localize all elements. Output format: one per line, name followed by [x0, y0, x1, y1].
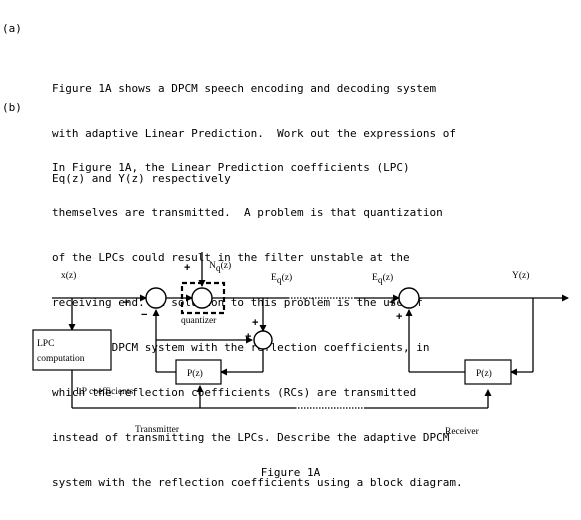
noise-sub: q	[216, 264, 221, 274]
input-label: x(z)	[61, 270, 76, 281]
plus-sign-input: +	[123, 297, 129, 309]
sum-node-error	[145, 287, 167, 309]
question-b: (b) In Figure 1A, the Linear Prediction …	[0, 85, 581, 489]
question-a: (a) Figure 1A shows a DPCM speech encodi…	[0, 6, 581, 185]
figure-caption: Figure 1A	[260, 466, 321, 479]
rx-predictor-label: P(z)	[476, 368, 492, 379]
question-a-line: Eq(z) and Y(z) respectively	[52, 172, 231, 185]
question-a-label: (a)	[2, 22, 22, 35]
output-label: Y(z)	[512, 270, 529, 281]
eq-tx-main: E	[271, 273, 277, 283]
question-b-line: In Figure 1A, the Linear Prediction coef…	[52, 161, 410, 174]
noise-suffix: (z)	[221, 260, 232, 271]
quantizer-box	[180, 281, 226, 315]
question-b-line: system with the reflection coefficients …	[52, 476, 463, 489]
noise-main: N	[209, 261, 216, 271]
minus-sign-prediction: −	[141, 309, 147, 321]
question-b-label: (b)	[2, 101, 22, 114]
eq-rx-main: E	[372, 273, 378, 283]
plus-sign-noise: +	[184, 262, 190, 274]
sum-node-receiver	[398, 287, 420, 309]
question-b-line: themselves are transmitted. A problem is…	[52, 206, 443, 219]
plus-sign-rx-left: +	[389, 297, 395, 309]
lpc-computation-block	[32, 329, 112, 371]
question-a-line: with adaptive Linear Prediction. Work ou…	[52, 127, 456, 140]
lpc-label-line1: LPC	[37, 339, 54, 349]
eq-rx-sub: q	[378, 276, 383, 286]
receiver-label: Receiver	[445, 427, 480, 437]
eq-tx-label: Eq(z)	[271, 272, 292, 286]
eq-tx-suffix: (z)	[282, 272, 293, 283]
sum-node-reconstruct	[253, 330, 273, 350]
question-b-line: of the LPCs could result in the filter u…	[52, 251, 410, 264]
question-b-line: instead of transmitting the LPCs. Descri…	[52, 431, 450, 444]
transmitter-label: Transmitter	[135, 425, 180, 435]
lpc-label-line2: computation	[37, 354, 85, 364]
rx-predictor-block	[464, 359, 512, 385]
noise-label: Nq(z)	[209, 260, 231, 274]
plus-sign-sum2-left: +	[245, 331, 251, 343]
quantizer-label: quantizer	[181, 316, 217, 326]
plus-sign-rx-bottom: +	[396, 311, 402, 323]
sum-node-quantizer	[191, 287, 213, 309]
lp-coefficients-label: LP coefficients	[76, 386, 134, 397]
question-b-text: In Figure 1A, the Linear Prediction coef…	[52, 130, 463, 520]
dpcm-block-diagram: x(z) Nq(z) Eq(z) Eq(z) Y(z) quantizer LP…	[32, 252, 569, 437]
tx-predictor-label: P(z)	[187, 368, 203, 379]
eq-rx-label: Eq(z)	[372, 272, 393, 286]
question-b-line: which the reflection coefficients (RCs) …	[52, 386, 417, 399]
question-a-text: Figure 1A shows a DPCM speech encoding a…	[52, 51, 456, 216]
eq-tx-sub: q	[277, 276, 282, 286]
tx-predictor-block	[175, 359, 222, 385]
question-a-line: Figure 1A shows a DPCM speech encoding a…	[52, 82, 437, 95]
plus-sign-sum2-top: +	[252, 317, 258, 329]
eq-rx-suffix: (z)	[383, 272, 394, 283]
